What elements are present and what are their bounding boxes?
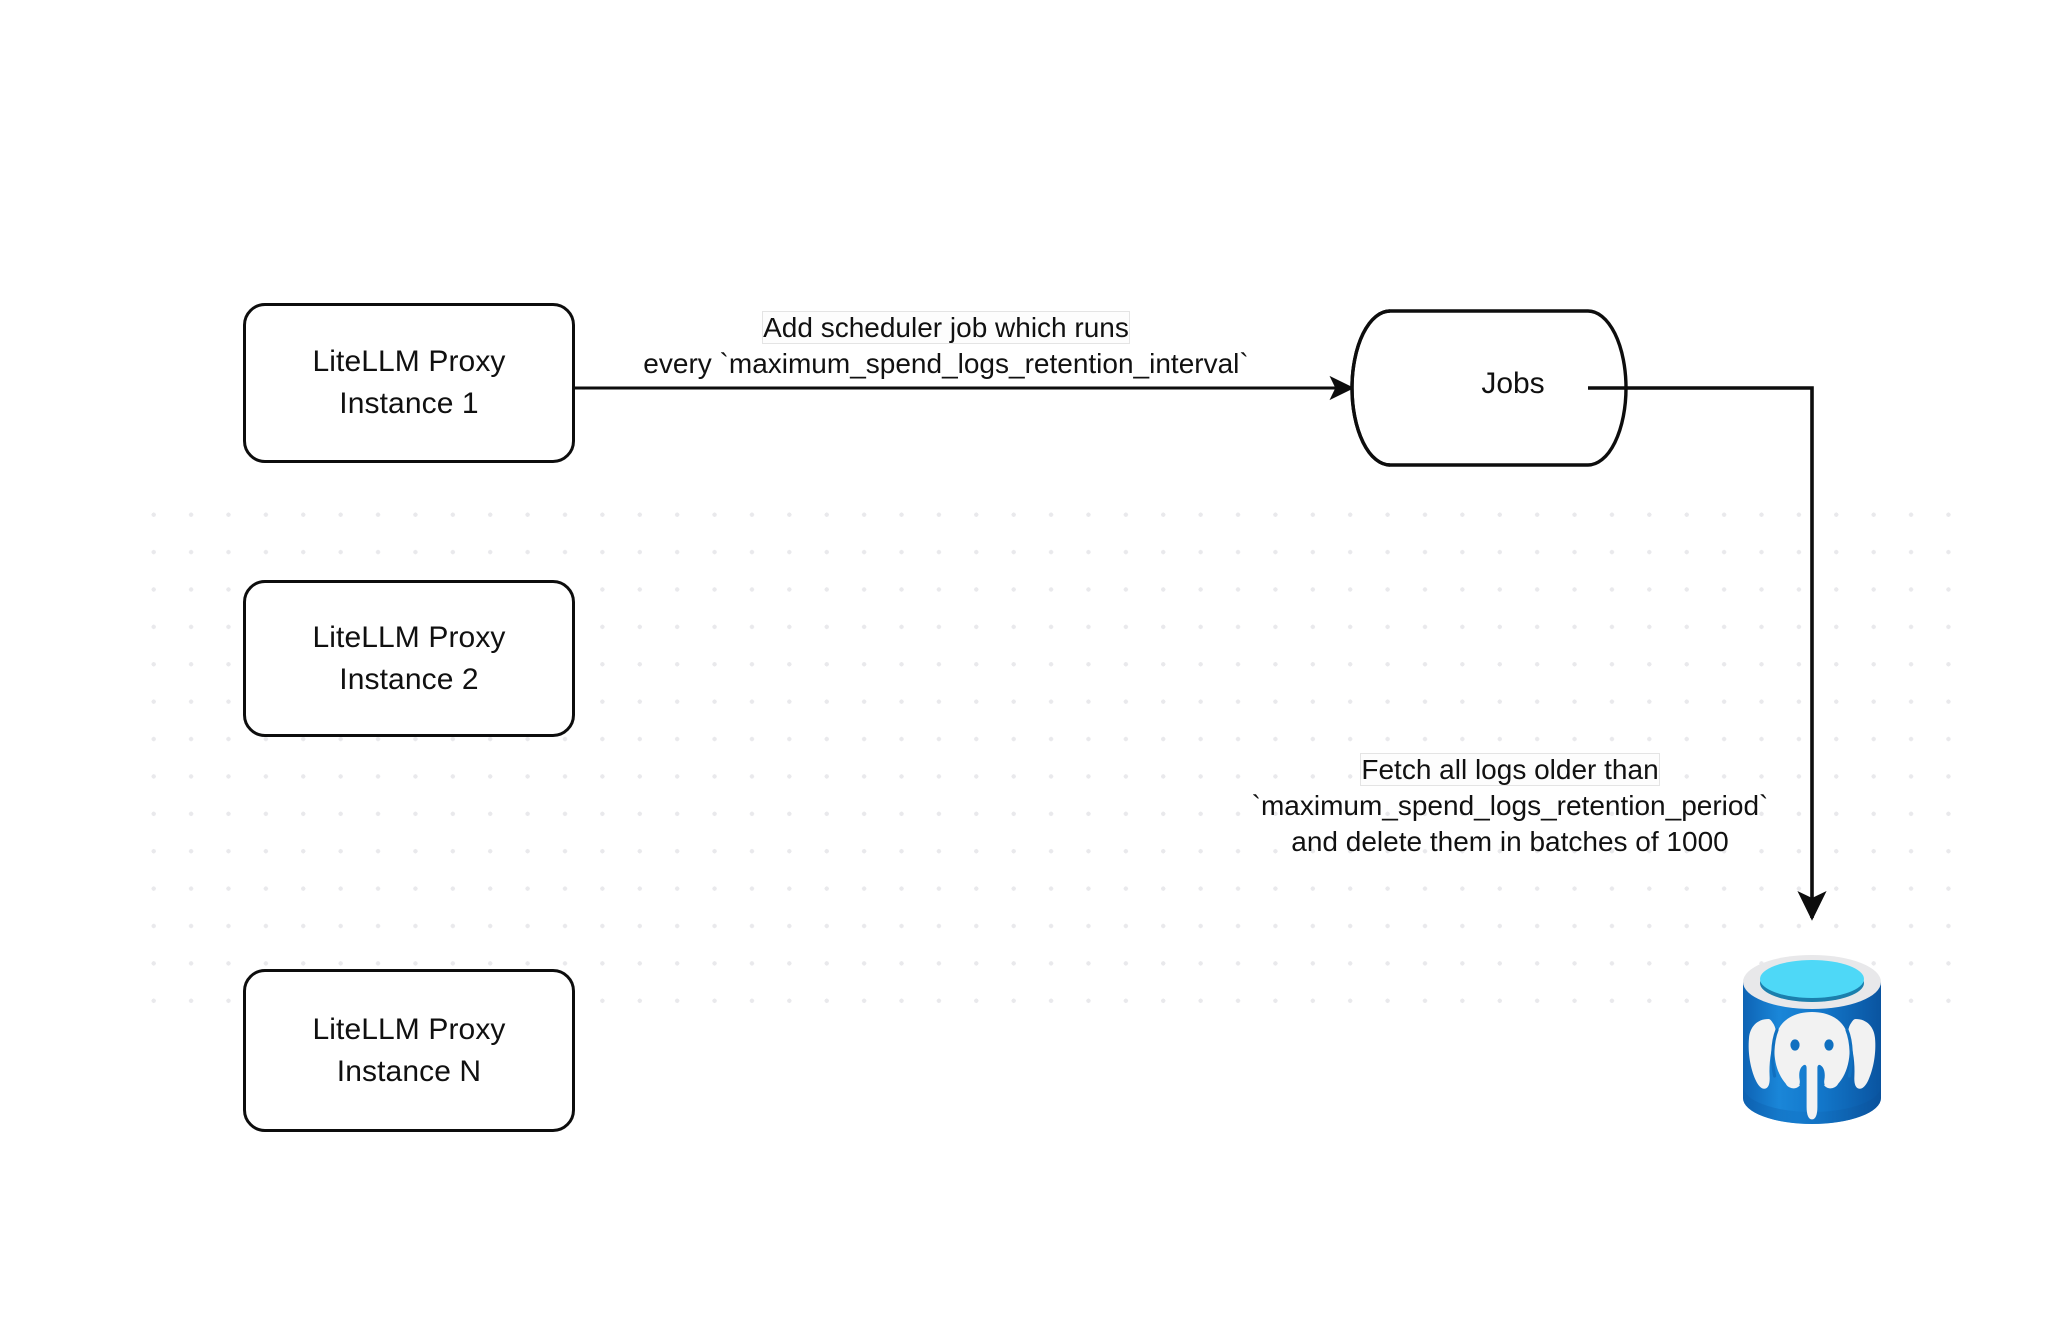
- edge-fetch-label-line1: Fetch all logs older than: [1361, 754, 1659, 785]
- edge-scheduler-label-line2: every `maximum_spend_logs_retention_inte…: [643, 348, 1249, 379]
- proxy-1-line2: Instance 1: [339, 387, 479, 420]
- node-litellm-proxy-instance-2[interactable]: LiteLLM Proxy Instance 2: [243, 580, 575, 737]
- node-jobs-label: Jobs: [1481, 367, 1545, 400]
- edge-scheduler-label: Add scheduler job which runs every `maxi…: [596, 310, 1296, 382]
- edge-scheduler-label-line1: Add scheduler job which runs: [763, 312, 1129, 343]
- postgres-elephant-glyph: [1748, 1012, 1876, 1120]
- edge-fetch-delete-label: Fetch all logs older than `maximum_spend…: [1240, 752, 1780, 860]
- edge-fetch-delete-connector: [1588, 386, 1827, 921]
- proxy-2-line2: Instance 2: [339, 662, 479, 696]
- proxy-2-line1: LiteLLM Proxy: [312, 620, 506, 654]
- node-litellm-proxy-instance-n[interactable]: LiteLLM Proxy Instance N: [243, 969, 575, 1132]
- edge-fetch-label-line2: `maximum_spend_logs_retention_period`: [1251, 790, 1769, 821]
- edge-fetch-label-line3: and delete them in batches of 1000: [1291, 826, 1729, 857]
- proxy-n-line1: LiteLLM Proxy: [312, 1012, 506, 1046]
- postgresql-database-icon: [1743, 955, 1881, 1124]
- proxy-n-line2: Instance N: [336, 1054, 482, 1088]
- node-litellm-proxy-instance-1[interactable]: LiteLLM Proxy Instance 1: [243, 303, 575, 463]
- proxy-1-line1: LiteLLM Proxy: [312, 345, 506, 378]
- jobs-cylinder-shape: [1350, 309, 1628, 467]
